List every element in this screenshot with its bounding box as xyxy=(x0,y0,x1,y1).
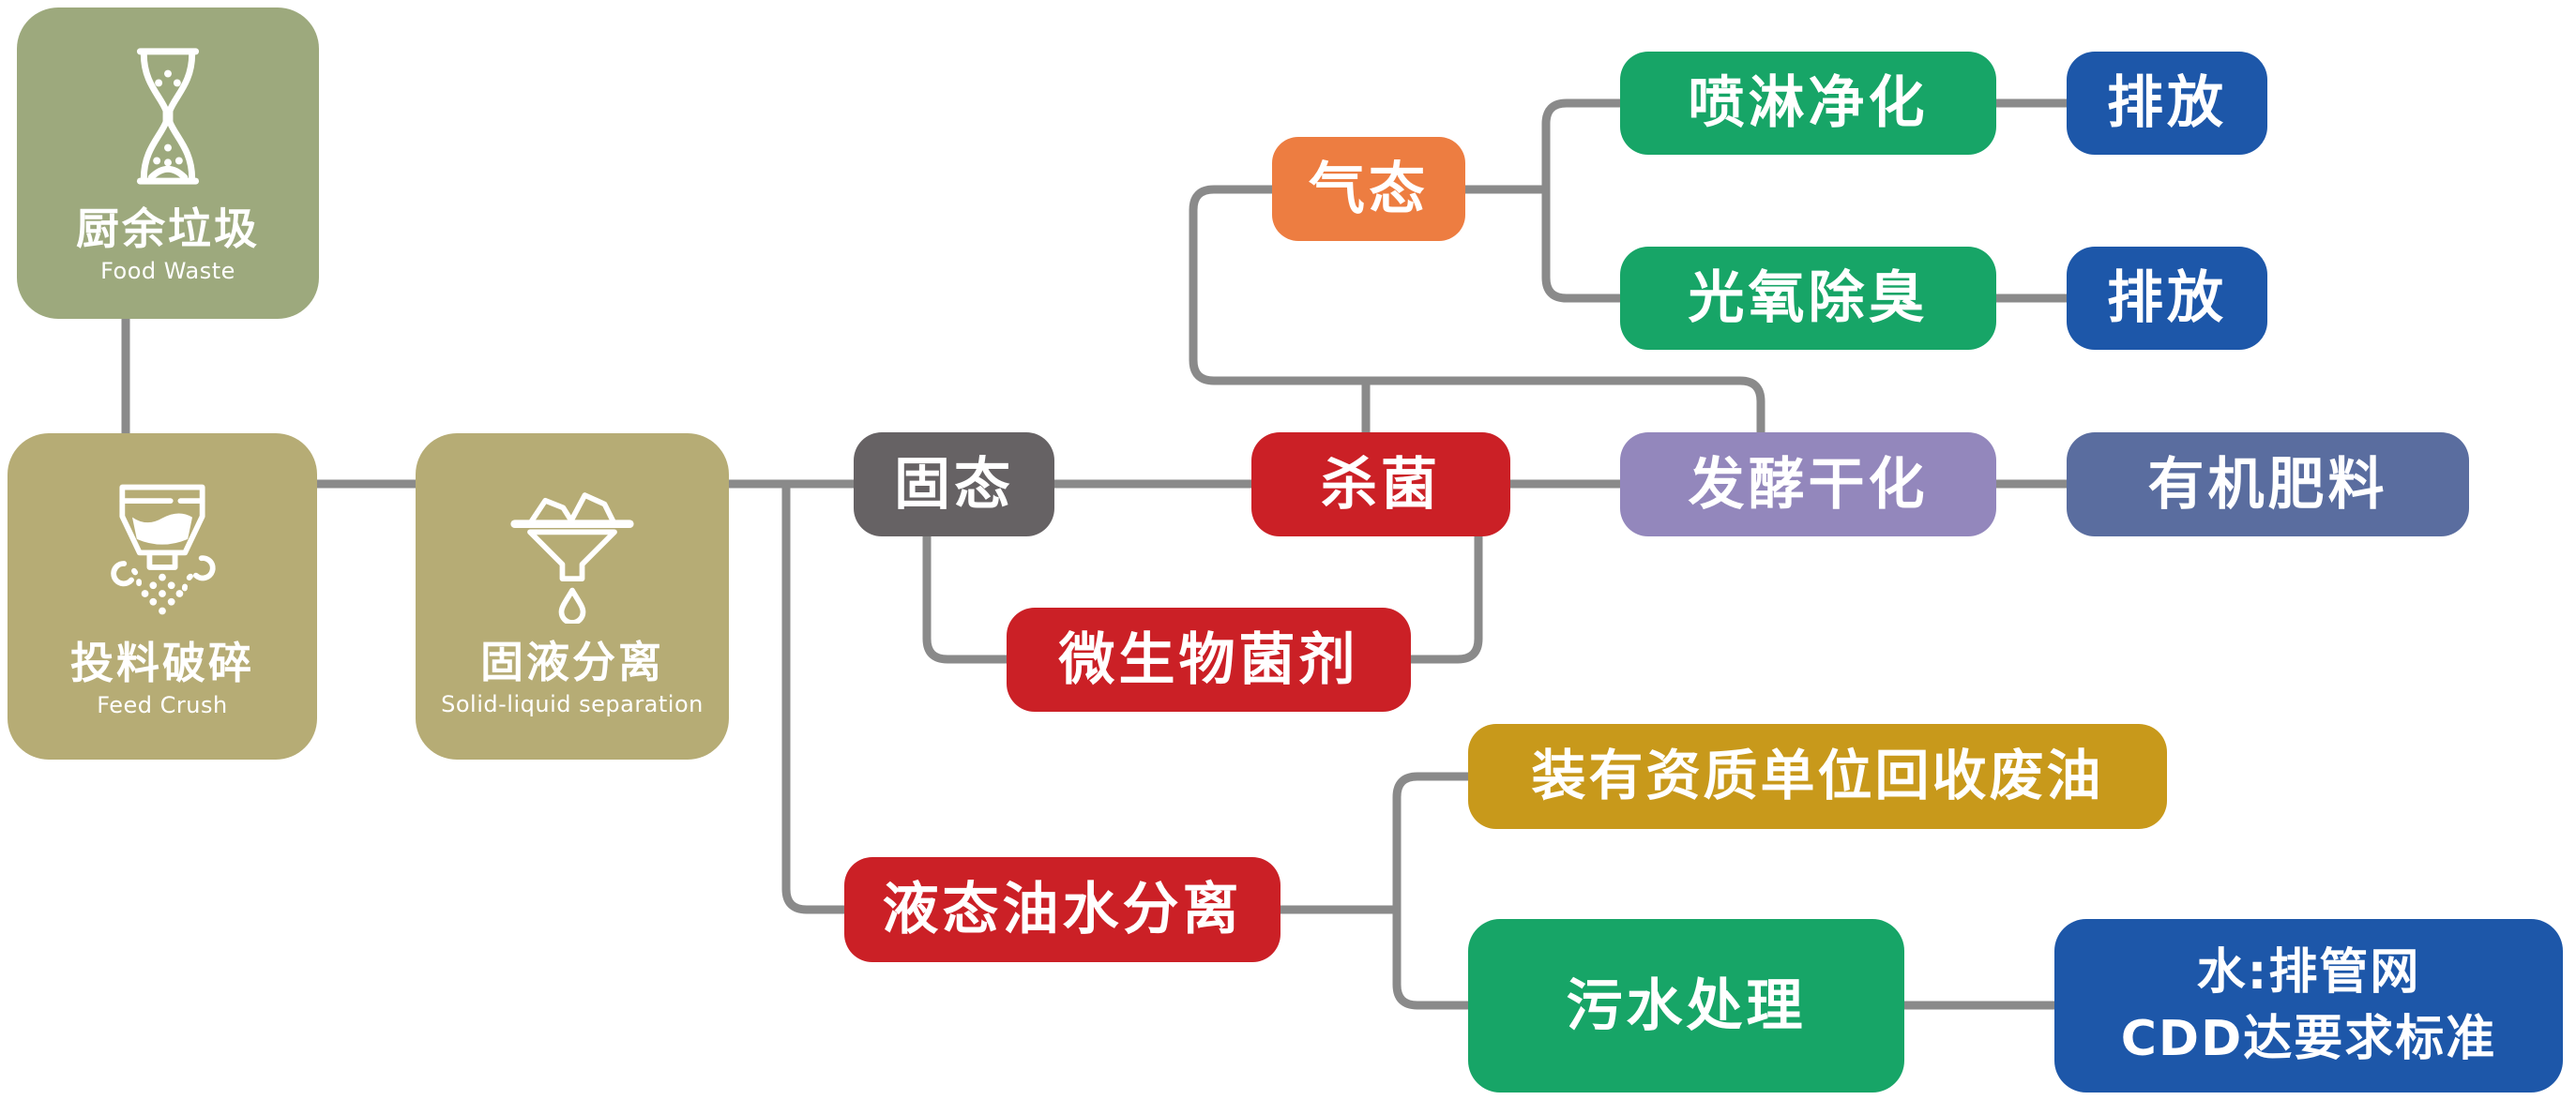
node-label-en: Solid-liquid separation xyxy=(441,691,704,718)
node-organic-fertilizer: 有机肥料 xyxy=(2067,432,2469,536)
node-discharge-1: 排放 xyxy=(2067,52,2267,155)
node-feed-crush: 投料破碎 Feed Crush xyxy=(8,433,317,760)
node-label-cn: 固态 xyxy=(894,451,1014,518)
edge-gas-collection-loop xyxy=(1189,185,1765,432)
node-label-en: Food Waste xyxy=(100,258,235,285)
node-gas-state: 气态 xyxy=(1272,137,1465,241)
node-label-cn: 污水处理 xyxy=(1566,972,1807,1039)
node-label-cn: 排放 xyxy=(2107,70,2227,136)
edge-oilsep-wasteoil-sewage xyxy=(1392,772,1468,1010)
node-microbial-agent: 微生物菌剂 xyxy=(1007,608,1411,712)
node-spray-purification: 喷淋净化 xyxy=(1620,52,1996,155)
node-solid-liquid-separation: 固液分离 Solid-liquid separation xyxy=(416,433,729,760)
node-label-line2: CDD达要求标准 xyxy=(2120,1010,2497,1067)
node-sewage-treatment: 污水处理 xyxy=(1468,919,1904,1092)
node-fermentation-drying: 发酵干化 xyxy=(1620,432,1996,536)
node-label-cn: 发酵干化 xyxy=(1688,451,1929,518)
node-water-discharge-standard: 水:排管网 CDD达要求标准 xyxy=(2054,919,2563,1092)
node-sterilization: 杀菌 xyxy=(1251,432,1510,536)
hourglass-icon xyxy=(108,42,228,190)
node-label-en: Feed Crush xyxy=(97,692,228,719)
node-label-cn: 微生物菌剂 xyxy=(1058,626,1359,693)
node-solid-state: 固态 xyxy=(854,432,1054,536)
node-label-cn: 液态油水分离 xyxy=(882,877,1243,942)
edge-microbial-sterilize xyxy=(1411,536,1483,664)
node-label-cn: 有机肥料 xyxy=(2147,451,2388,518)
node-liquid-oil-water-separation: 液态油水分离 xyxy=(844,857,1280,962)
node-label-cn: 喷淋净化 xyxy=(1688,70,1929,136)
node-discharge-2: 排放 xyxy=(2067,247,2267,350)
node-label-cn: 排放 xyxy=(2107,265,2227,331)
edge-solid-microbial xyxy=(922,536,1007,664)
edge-gas-spray-photo xyxy=(1541,98,1620,303)
node-label-cn: 装有资质单位回收废油 xyxy=(1531,744,2104,808)
node-label-cn: 固液分离 xyxy=(480,636,664,687)
edge-separation-oilsep xyxy=(781,484,844,914)
node-photo-oxygen-deodorization: 光氧除臭 xyxy=(1620,247,1996,350)
node-qualified-waste-oil-recycling: 装有资质单位回收废油 xyxy=(1468,724,2167,829)
node-label-cn: 投料破碎 xyxy=(70,637,254,688)
node-label-cn: 杀菌 xyxy=(1321,451,1441,518)
node-label-cn: 厨余垃圾 xyxy=(76,203,260,254)
node-label-line1: 水:排管网 xyxy=(2196,944,2421,1002)
node-food-waste: 厨余垃圾 Food Waste xyxy=(17,8,319,319)
node-label-cn: 气态 xyxy=(1309,156,1429,222)
crusher-funnel-icon xyxy=(92,475,233,625)
separation-funnel-icon xyxy=(497,475,647,624)
node-label-cn: 光氧除臭 xyxy=(1688,265,1929,331)
